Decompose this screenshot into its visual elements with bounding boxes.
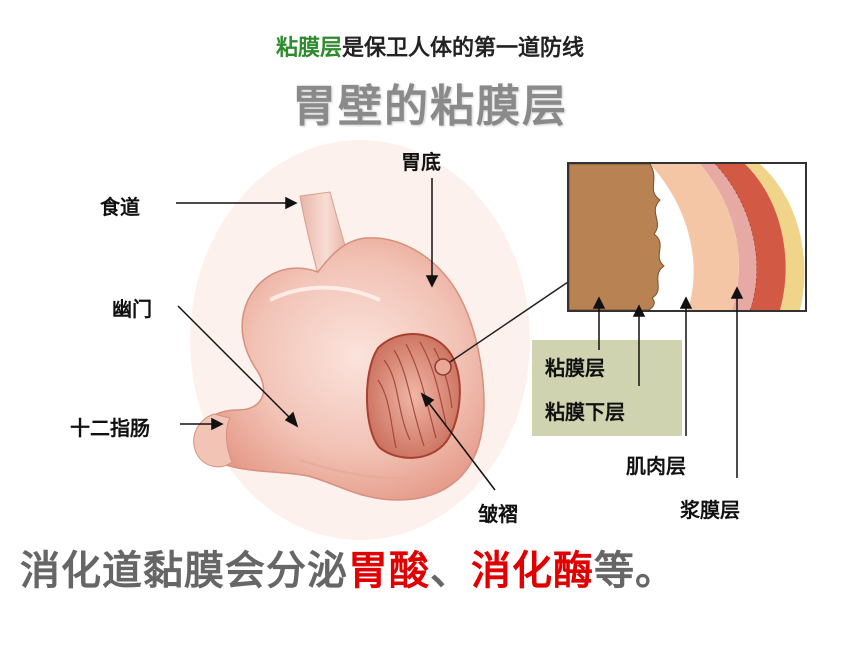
zoom-connector-line	[449, 281, 569, 363]
stomach-highlight	[269, 285, 381, 302]
footer-sentence: 消化道黏膜会分泌胃酸、消化酶等。	[20, 538, 676, 596]
subtitle-highlight: 粘膜层	[275, 36, 342, 61]
submucosa-layer	[700, 164, 757, 310]
subtitle-rest: 是保卫人体的第一道防线	[342, 36, 585, 61]
footer-sep: 、	[430, 548, 471, 594]
subtitle-line: 粘膜层是保卫人体的第一道防线	[0, 30, 860, 62]
cutaway-opening	[365, 333, 461, 459]
muscle-layer	[715, 164, 786, 310]
duodenum-shape	[193, 413, 233, 468]
label-mucosa: 粘膜层	[545, 356, 605, 380]
label-duodenum: 十二指肠	[70, 416, 150, 440]
label-esophagus: 食道	[100, 195, 140, 219]
label-muscularis: 肌肉层	[626, 454, 686, 478]
mucosa-inner-layer	[569, 164, 665, 310]
stomach-shadow-streak	[299, 459, 411, 480]
layer-legend-box	[532, 340, 682, 436]
label-pointers	[176, 178, 744, 491]
footer-enzyme: 消化酶	[471, 548, 594, 594]
label-fundus: 胃底	[401, 150, 441, 174]
label-submucosa: 粘膜下层	[545, 400, 625, 424]
footer-part2: 等。	[594, 548, 676, 594]
mucosa-outer-layer	[650, 164, 739, 310]
label-rugae: 皱褶	[478, 502, 518, 526]
footer-acid: 胃酸	[348, 548, 430, 594]
page-title: 胃壁的粘膜层	[292, 81, 568, 132]
footer-part1: 消化道黏膜会分泌	[20, 548, 348, 594]
rugae-folds	[377, 341, 453, 449]
label-serosa: 浆膜层	[680, 498, 740, 522]
serosa-layer	[745, 164, 805, 310]
detail-circle	[434, 358, 452, 376]
label-pylorus: 幽门	[112, 297, 152, 321]
cross-section-layers	[569, 164, 805, 310]
